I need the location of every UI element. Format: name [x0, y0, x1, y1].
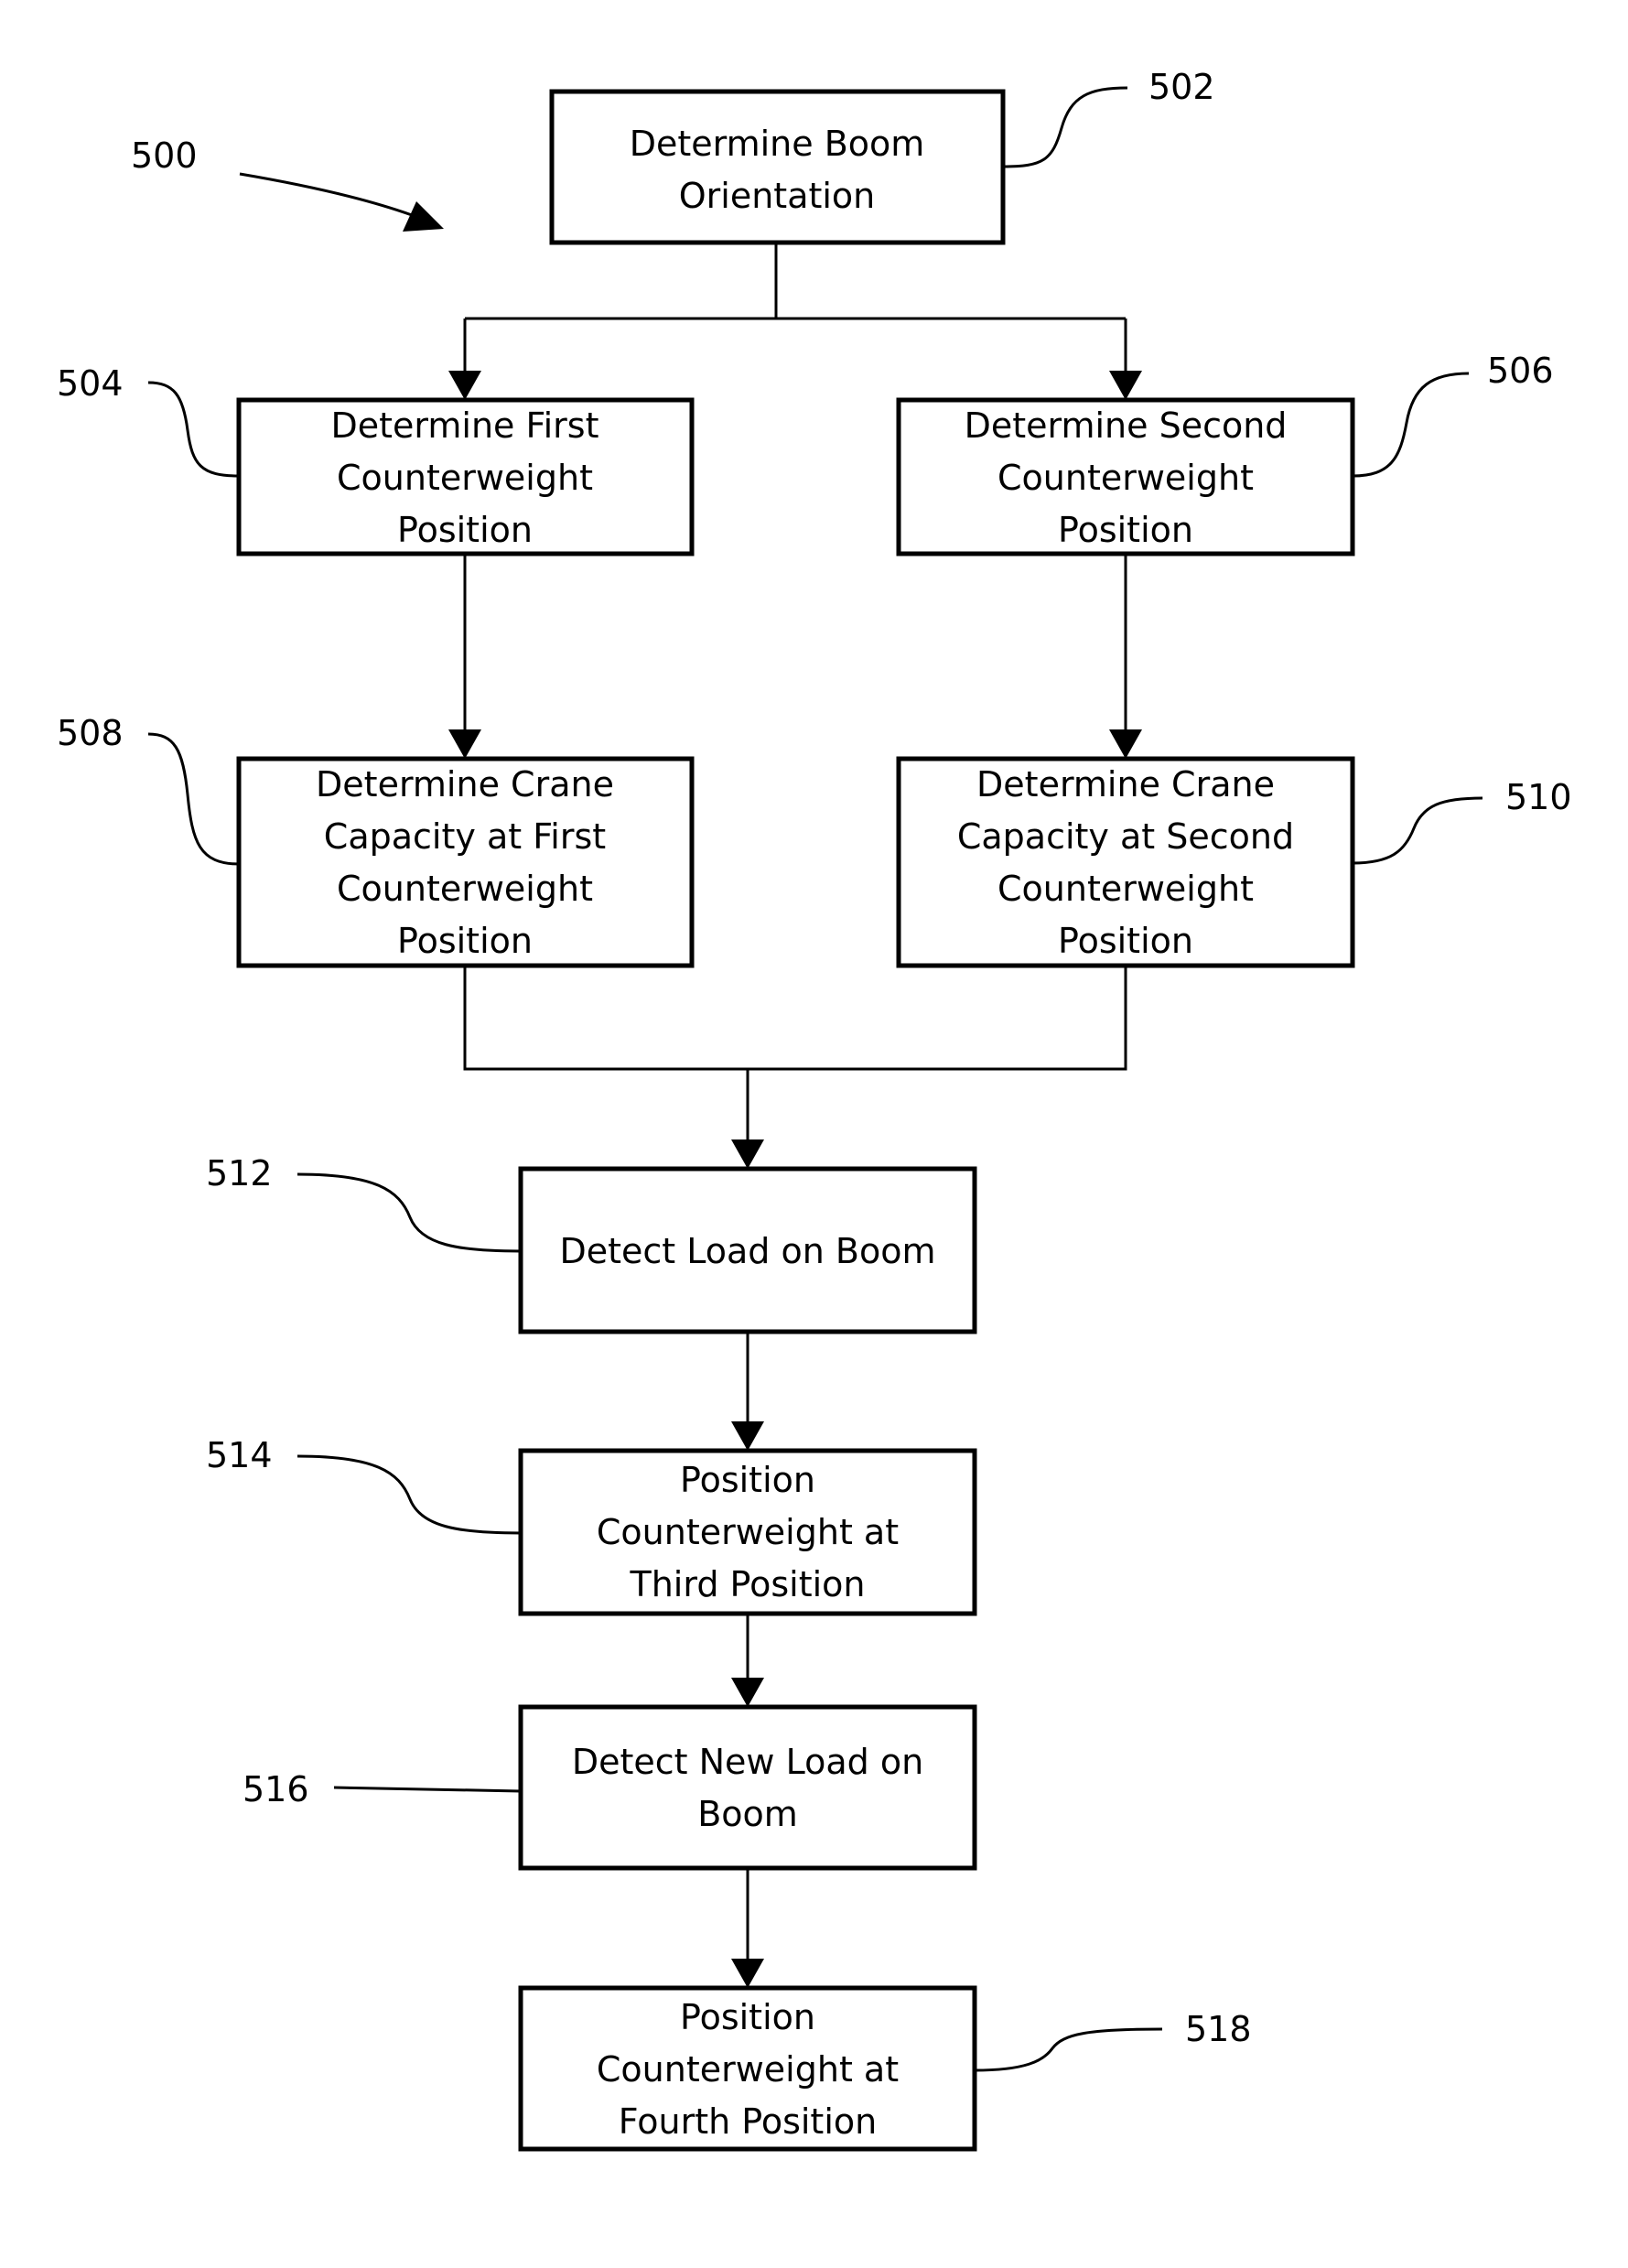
- connector-502-split: [465, 243, 1126, 375]
- step-510: Determine Crane Capacity at Second Count…: [899, 759, 1572, 966]
- step-518-leader: [975, 2029, 1162, 2070]
- step-508-leader: [148, 734, 239, 864]
- step-506-leader: [1353, 373, 1469, 476]
- step-506: Determine Second Counterweight Position …: [899, 351, 1554, 554]
- arrow-to-516: [731, 1678, 764, 1707]
- step-504: Determine First Counterweight Position 5…: [57, 363, 692, 554]
- step-508-line-3: Counterweight: [337, 869, 593, 909]
- step-508-line-1: Determine Crane: [316, 764, 614, 805]
- arrow-to-504: [448, 371, 481, 400]
- step-502: Determine Boom Orientation 502: [552, 67, 1215, 243]
- step-514-line-2: Counterweight at: [597, 1512, 899, 1552]
- step-502-line-2: Orientation: [679, 176, 876, 216]
- step-518: Position Counterweight at Fourth Positio…: [521, 1988, 1252, 2149]
- step-514-ref: 514: [206, 1435, 273, 1475]
- step-506-line-1: Determine Second: [965, 405, 1288, 446]
- step-504-line-1: Determine First: [331, 405, 599, 446]
- step-508: Determine Crane Capacity at First Counte…: [57, 713, 692, 966]
- step-518-line-1: Position: [680, 1997, 815, 2037]
- arrow-to-518: [731, 1959, 764, 1988]
- step-510-line-3: Counterweight: [997, 869, 1254, 909]
- figure-ref-arrow-shaft: [240, 174, 412, 215]
- step-504-leader: [148, 383, 239, 476]
- step-504-line-2: Counterweight: [337, 458, 593, 498]
- step-512-leader: [297, 1174, 521, 1251]
- arrow-to-506: [1109, 371, 1142, 400]
- step-502-box: [552, 92, 1003, 243]
- step-516-box: [521, 1707, 975, 1868]
- arrow-to-512: [731, 1139, 764, 1169]
- step-516-leader: [334, 1787, 521, 1791]
- step-502-line-1: Determine Boom: [630, 124, 925, 164]
- step-514-leader: [297, 1456, 521, 1533]
- step-510-line-1: Determine Crane: [976, 764, 1275, 805]
- step-516-ref: 516: [243, 1769, 309, 1809]
- step-516: Detect New Load on Boom 516: [243, 1707, 975, 1868]
- step-512-ref: 512: [206, 1153, 273, 1193]
- step-514-line-1: Position: [680, 1460, 815, 1500]
- step-508-line-4: Position: [397, 921, 533, 961]
- step-508-line-2: Capacity at First: [324, 816, 606, 857]
- step-514: Position Counterweight at Third Position…: [206, 1435, 975, 1614]
- step-502-leader: [1003, 88, 1127, 167]
- step-516-line-2: Boom: [697, 1794, 798, 1834]
- arrow-to-510: [1109, 729, 1142, 759]
- connector-merge: [465, 966, 1126, 1142]
- step-508-ref: 508: [57, 713, 124, 753]
- figure-ref-arrowhead: [403, 201, 444, 232]
- step-510-ref: 510: [1505, 777, 1572, 817]
- step-510-line-2: Capacity at Second: [957, 816, 1294, 857]
- step-510-leader: [1353, 798, 1482, 863]
- step-506-line-3: Position: [1058, 510, 1193, 550]
- step-518-ref: 518: [1185, 2009, 1252, 2049]
- step-504-line-3: Position: [397, 510, 533, 550]
- step-504-ref: 504: [57, 363, 124, 404]
- step-516-line-1: Detect New Load on: [572, 1742, 923, 1782]
- arrow-to-508: [448, 729, 481, 759]
- arrow-to-514: [731, 1421, 764, 1451]
- step-514-line-3: Third Position: [630, 1564, 866, 1604]
- step-512-line-1: Detect Load on Boom: [559, 1231, 935, 1271]
- step-502-ref: 502: [1148, 67, 1215, 107]
- step-510-line-4: Position: [1058, 921, 1193, 961]
- step-518-line-2: Counterweight at: [597, 2049, 899, 2090]
- step-506-ref: 506: [1487, 351, 1554, 391]
- step-506-line-2: Counterweight: [997, 458, 1254, 498]
- step-512: Detect Load on Boom 512: [206, 1153, 975, 1332]
- figure-ref-label: 500: [131, 135, 198, 176]
- step-518-line-3: Fourth Position: [619, 2101, 877, 2142]
